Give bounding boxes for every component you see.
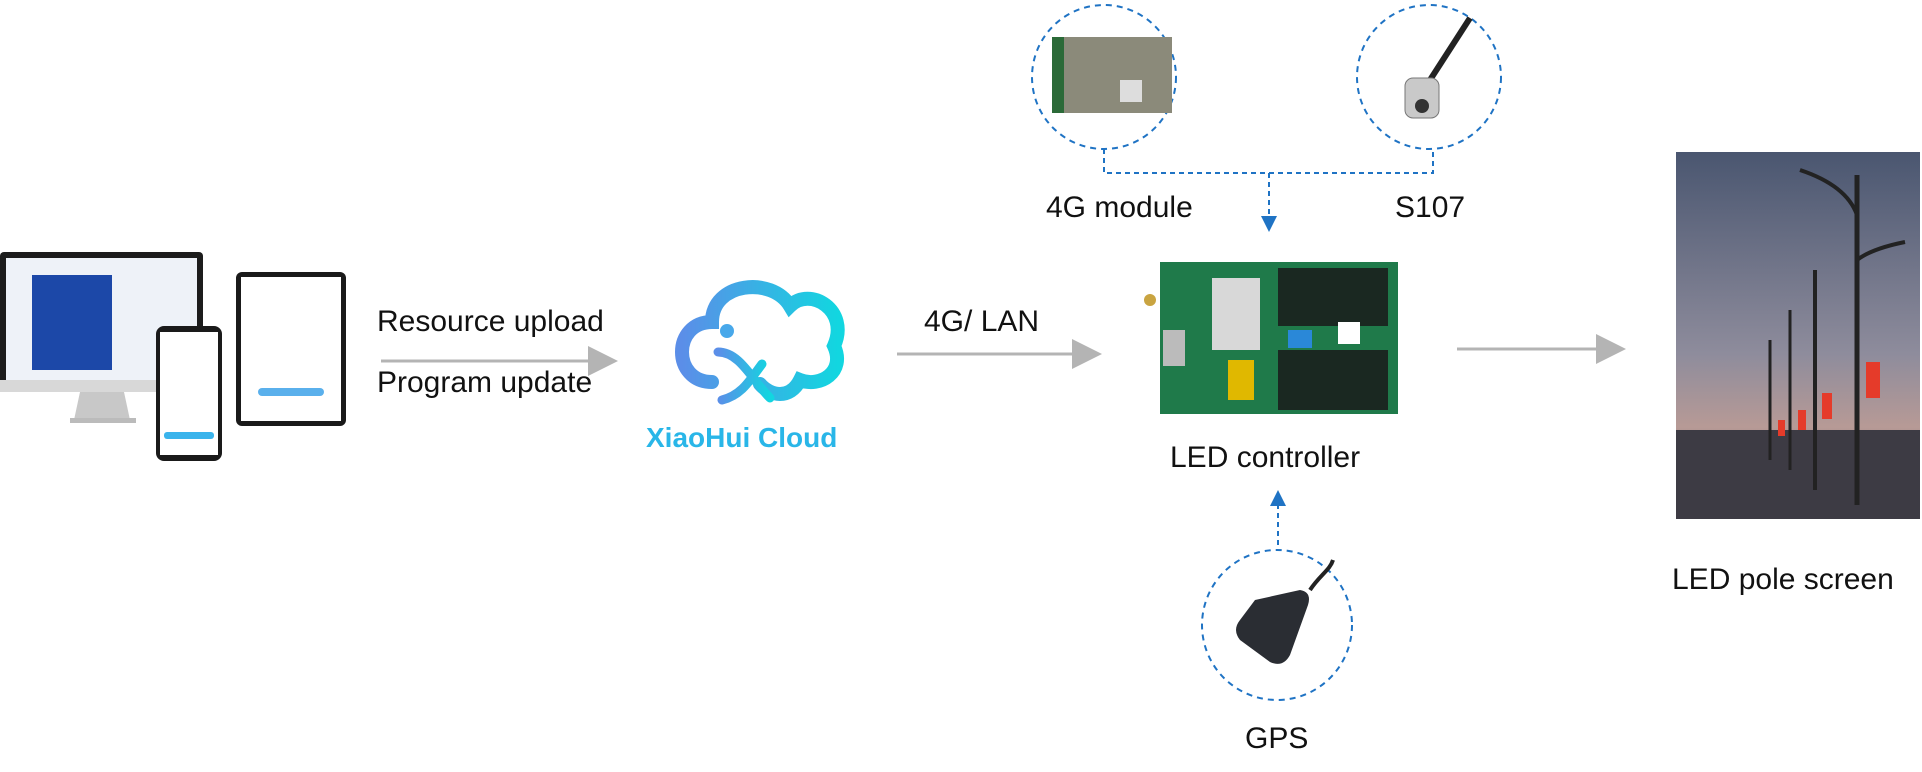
s107-circle: [1356, 4, 1502, 150]
devices-illustration: [0, 252, 346, 461]
xiaohui-cloud-logo: [675, 280, 845, 405]
program-update-label: Program update: [377, 366, 593, 399]
dashed-bracket: [1103, 149, 1434, 174]
gps-label: GPS: [1245, 722, 1309, 755]
cloud-name-label: XiaoHui Cloud: [646, 422, 838, 453]
gps-circle: [1201, 549, 1353, 701]
led-controller-board: [1144, 262, 1398, 414]
4g-module-label: 4G module: [1046, 191, 1193, 224]
led-pole-screen-photo: [1676, 152, 1920, 519]
led-controller-label: LED controller: [1170, 441, 1361, 474]
s107-label: S107: [1395, 191, 1466, 224]
4g-module-circle: [1031, 4, 1177, 150]
resource-upload-label: Resource upload: [377, 305, 604, 338]
led-pole-screen-label: LED pole screen: [1672, 563, 1894, 596]
link-label: 4G/ LAN: [924, 305, 1040, 338]
